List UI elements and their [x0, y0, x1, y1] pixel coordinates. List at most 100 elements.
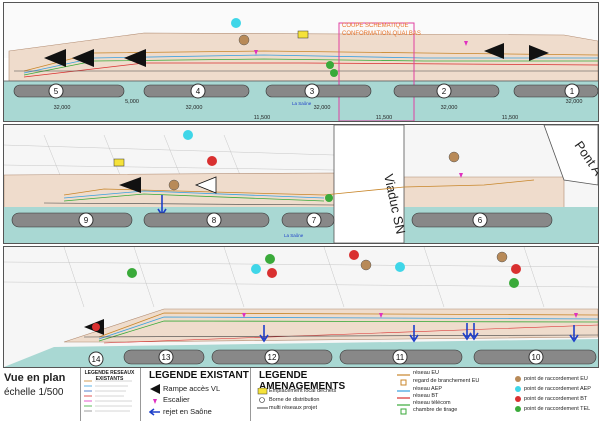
- pontoon-number: 4: [196, 87, 201, 96]
- aep-point-icon: [183, 130, 193, 140]
- stair-icon: [254, 50, 258, 55]
- dimension-label: 32,000: [186, 105, 203, 111]
- section-frame: [338, 22, 415, 121]
- waste-local-icon: [257, 388, 268, 395]
- legend-heading: LEGENDE EXISTANT: [149, 370, 249, 381]
- pontoon: 13: [123, 349, 205, 365]
- pontoon: 14: [88, 351, 104, 367]
- dimension-label: 11,500: [502, 115, 518, 121]
- pontoon: 6: [411, 212, 553, 228]
- legend-networks: réseau EU regard de branchement EU résea…: [393, 368, 510, 421]
- outfall-arrow-icon: [149, 408, 160, 416]
- quay-area: [8, 32, 598, 82]
- ramp-icon: [484, 43, 504, 59]
- pontoon-number: 13: [162, 353, 171, 362]
- view-title: Vue en plan: [4, 372, 66, 384]
- legend-improvements: LEGENDE AMENAGEMENTS Emplacement local d…: [250, 368, 393, 421]
- legend-item: rejet en Saône: [163, 407, 212, 416]
- pontoon: 10: [473, 349, 597, 365]
- bt-point-icon: [207, 156, 217, 166]
- scale-label: échelle 1/500: [4, 387, 64, 398]
- ramp-icon: [529, 45, 549, 61]
- outfall-arrow-icon: [409, 325, 419, 343]
- manhole-icon: [400, 379, 407, 386]
- bridge: [543, 125, 598, 186]
- legend-item: regard de branchement EU: [413, 378, 480, 384]
- pontoon: 4: [143, 83, 250, 99]
- section-title-1: COUPE SCHEMATIQUE: [342, 23, 409, 29]
- legend-item: point de raccordement BT: [524, 396, 588, 402]
- eu-point-icon: [238, 34, 250, 46]
- plan-panel-2: Viaduc SN Pont A 9 8: [3, 124, 599, 244]
- legend-existing-symbols: [149, 384, 160, 416]
- dimension-label: 32,000: [441, 105, 458, 111]
- tel-point-icon: [325, 194, 333, 202]
- bt-point-icon: [515, 396, 521, 402]
- ramp-icon: [119, 177, 141, 193]
- legend-heading: LEGENDE RESEAUX EXISTANTS: [84, 370, 135, 382]
- pontoon-number: 3: [310, 87, 315, 96]
- pontoon: 1: [513, 83, 598, 99]
- river-label: La Saône: [284, 233, 304, 238]
- tel-point-icon: [326, 61, 334, 69]
- tel-point-icon: [509, 278, 519, 288]
- pontoon-number: 2: [442, 87, 447, 96]
- legend-item: Borne de distribution: [269, 397, 320, 403]
- legend-strip: Vue en plan échelle 1/500 LEGENDE RESEAU…: [0, 368, 600, 421]
- outfall-arrow-icon: [259, 325, 269, 343]
- pontoon-number: 11: [396, 353, 405, 362]
- bt-point-icon: [511, 264, 521, 274]
- ramp-icon: [194, 176, 217, 194]
- distribution-post-icon: [259, 397, 265, 403]
- legend-item: réseau AEP: [413, 386, 443, 392]
- plan-drawing-2: Viaduc SN Pont A 9 8: [4, 125, 598, 243]
- pontoon: 9: [11, 212, 133, 228]
- legend-item: réseau EU: [413, 370, 439, 376]
- dimension-label: 32,000: [54, 105, 71, 111]
- dimension-label: 11,500: [254, 115, 270, 121]
- pontoon-number: 6: [478, 216, 483, 225]
- title-block: Vue en plan échelle 1/500: [0, 368, 80, 421]
- pontoon: 3: [265, 83, 372, 99]
- plan-panel-1: COUPE SCHEMATIQUE CONFORMATION QUAI BAS …: [3, 2, 599, 122]
- legend-item: multi réseaux projet: [269, 405, 317, 411]
- legend-item: réseau télécom: [413, 400, 451, 406]
- legend-item: Emplacement local déchets: [269, 388, 337, 394]
- legend-item: réseau BT: [413, 393, 439, 399]
- aep-point-icon: [395, 262, 405, 272]
- tel-point-icon: [330, 69, 338, 77]
- legend-item: point de raccordement AEP: [524, 386, 591, 392]
- legend-connection-points: point de raccordement EU point de raccor…: [510, 368, 600, 421]
- outfall-arrow-icon: [462, 323, 472, 341]
- tel-point-icon: [127, 268, 137, 278]
- outfall-arrow-icon: [569, 325, 579, 343]
- pontoon-number: 9: [84, 216, 89, 225]
- waste-local-icon: [113, 158, 125, 167]
- ramp-icon: [124, 49, 146, 67]
- eu-point-icon: [360, 259, 372, 271]
- legend-item: point de raccordement TEL: [524, 406, 591, 412]
- plan-panel-3: 14 13 12 11 10: [3, 246, 599, 368]
- pontoon-number: 10: [532, 353, 541, 362]
- aep-point-icon: [251, 264, 261, 274]
- plan-drawing-1: COUPE SCHEMATIQUE CONFORMATION QUAI BAS …: [4, 3, 598, 121]
- section-title-2: CONFORMATION QUAI BAS: [342, 31, 421, 37]
- legend-heading: LEGENDE AMENAGEMENTS: [259, 370, 346, 392]
- legend-item: Escalier: [163, 395, 190, 404]
- tel-point-icon: [515, 406, 521, 412]
- legend-network-swatches: [84, 380, 132, 412]
- legend-point-symbols: [515, 376, 521, 412]
- bt-point-icon: [349, 250, 359, 260]
- dimension-label: 11,500: [376, 115, 392, 121]
- bt-point-icon: [92, 323, 100, 331]
- pontoon-number: 7: [312, 216, 317, 225]
- pontoon: 5: [13, 83, 125, 99]
- eu-point-icon: [496, 251, 508, 263]
- pontoon-number: 1: [570, 87, 575, 96]
- bt-point-icon: [267, 268, 277, 278]
- legend-existing: LEGENDE EXISTANT Rampe accès VL Escalier…: [140, 368, 250, 421]
- pontoon: 8: [143, 212, 270, 228]
- eu-point-icon: [168, 179, 180, 191]
- legend-item: Rampe accès VL: [163, 384, 221, 393]
- legend-item: chambre de tirage: [413, 407, 458, 413]
